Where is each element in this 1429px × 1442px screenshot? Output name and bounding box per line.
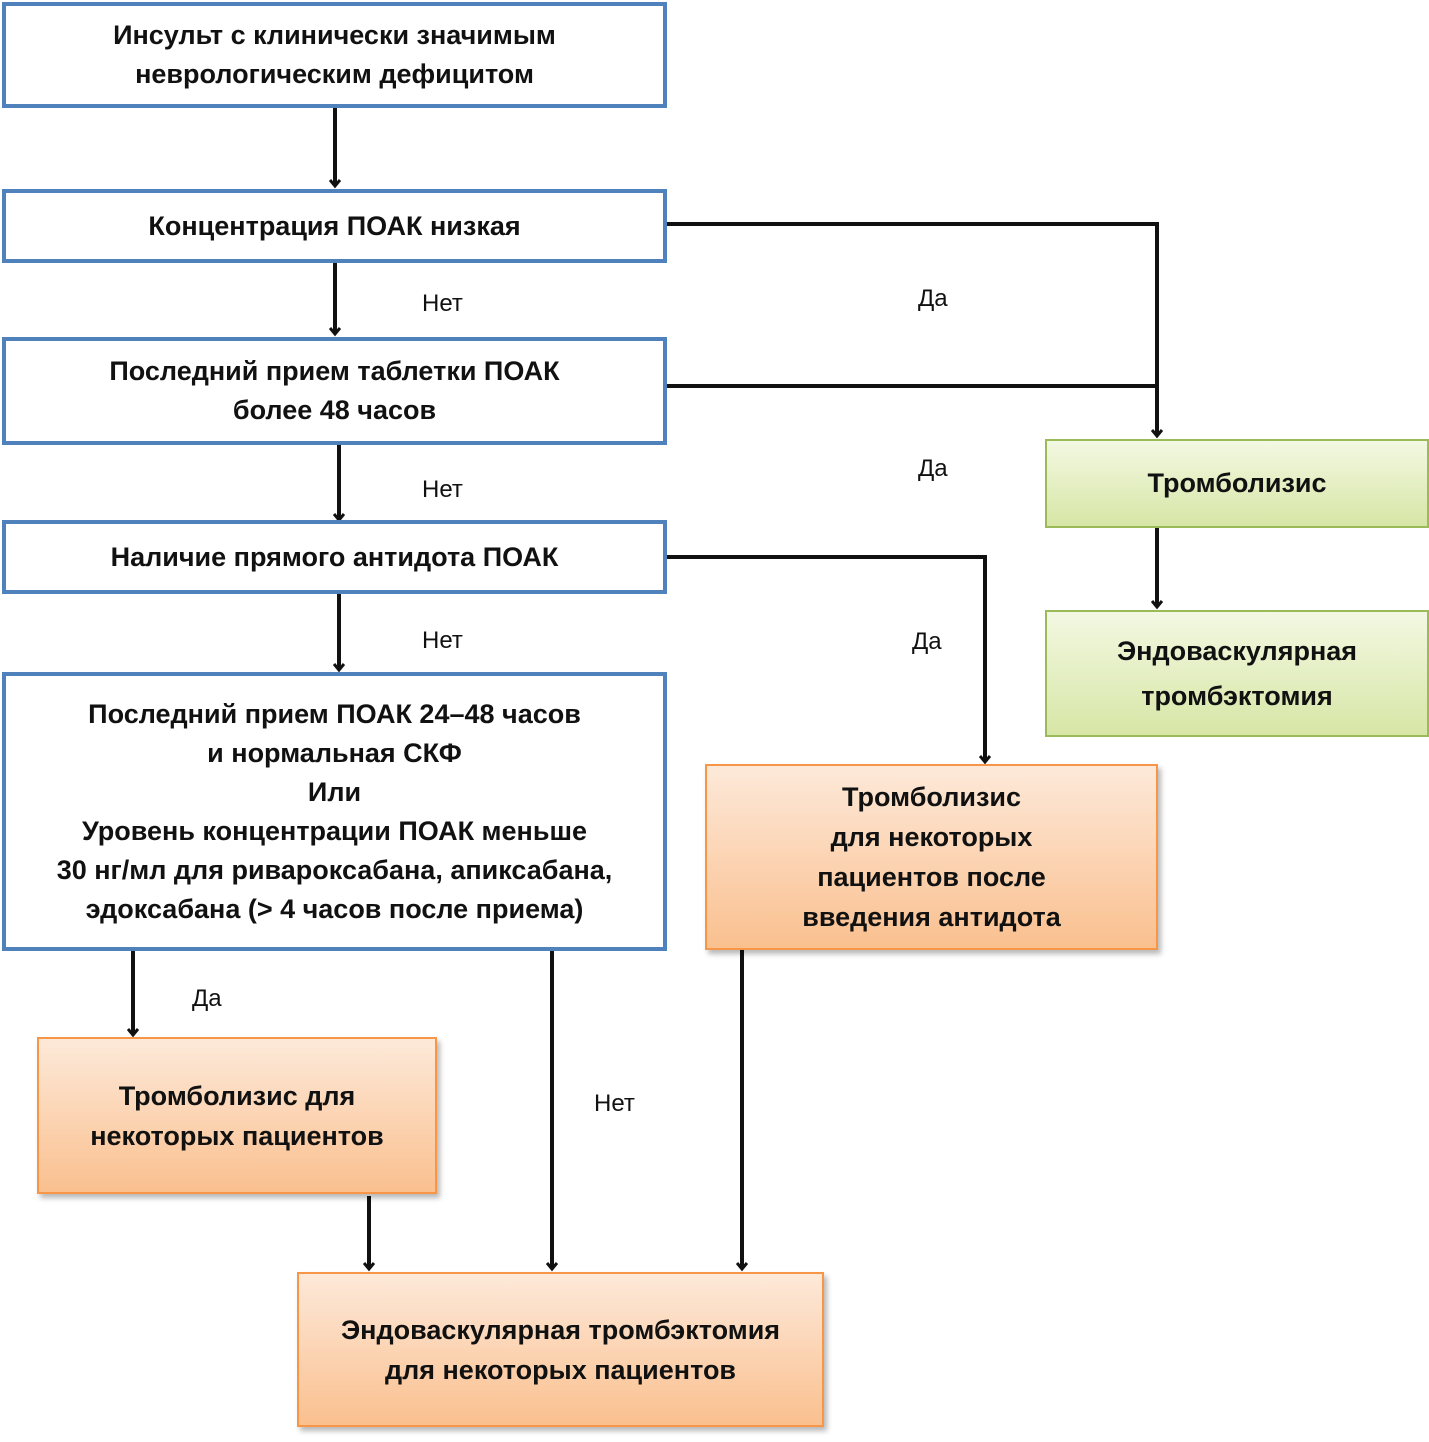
node-text-line: Наличие прямого антидота ПОАК [110, 541, 559, 572]
node-evt-some-patients: Эндоваскулярная тромбэктомия для некоторы… [297, 1272, 824, 1427]
node-last-dose-48h: Последний прием таблетки ПОАК более 48 ча… [2, 337, 667, 445]
node-text-line: Или [307, 776, 362, 807]
node-text-line: Тромболизис [842, 782, 1021, 812]
node-text-line: Последний прием ПОАК 24–48 часов [88, 698, 581, 729]
edge-label-yes: Да [918, 455, 948, 482]
edge-label-yes: Да [192, 985, 222, 1012]
edge-label-no: Нет [422, 476, 463, 503]
node-text-line: Уровень концентрации ПОАК меньше [82, 815, 587, 846]
node-low-concentration: Концентрация ПОАК низкая [2, 189, 667, 263]
node-thrombolysis: Тромболизис [1045, 439, 1429, 528]
edge-antidote-yes [666, 555, 985, 762]
node-text-line: 30 нг/мл для ривароксабана, апиксабана, [56, 854, 613, 885]
node-text-line: пациентов после [817, 862, 1046, 892]
node-text-line: Концентрация ПОАК низкая [148, 210, 521, 241]
node-thrombolysis-after-antidote: Тромболизис для некоторых пациентов после в… [705, 764, 1158, 950]
edge-low-conc-yes [666, 222, 1157, 436]
node-direct-antidote: Наличие прямого антидота ПОАК [2, 520, 667, 594]
edge-label-no: Нет [594, 1090, 635, 1117]
node-text-line: Эндоваскулярная [1116, 635, 1358, 666]
edge-label-no: Нет [422, 290, 463, 317]
node-text-line: Последний прием таблетки ПОАК [109, 356, 560, 386]
node-text-line: для некоторых пациентов [384, 1354, 737, 1385]
edge-label-no: Нет [422, 627, 463, 654]
node-text-line: более 48 часов [232, 395, 437, 425]
node-text-line: Тромболизис для [118, 1080, 356, 1111]
node-text-line: неврологическим дефицитом [135, 59, 534, 89]
node-text-line: и нормальная СКФ [207, 737, 462, 768]
node-text-line: некоторых пациентов [90, 1120, 384, 1151]
edge-label-yes: Да [912, 628, 942, 655]
node-text-line: Эндоваскулярная тромбэктомия [340, 1314, 781, 1345]
node-text-line: Тромболизис [1147, 468, 1327, 498]
node-text-line: введения антидота [802, 902, 1061, 932]
node-text-line: эдоксабана (> 4 часов после приема) [85, 893, 584, 924]
node-text-line: Инсульт с клинически значимым [113, 20, 556, 50]
edge-label-yes: Да [918, 285, 948, 312]
node-endovascular-thrombectomy: Эндоваскулярная тромбэктомия [1045, 610, 1429, 737]
node-stroke: Инсульт с клинически значимым неврологиче… [2, 2, 667, 108]
node-text-line: тромбэктомия [1141, 680, 1333, 711]
node-criteria: Последний прием ПОАК 24–48 часов и нормал… [2, 672, 667, 951]
node-thrombolysis-some-patients: Тромболизис для некоторых пациентов [37, 1037, 437, 1194]
node-text-line: для некоторых [830, 822, 1033, 852]
